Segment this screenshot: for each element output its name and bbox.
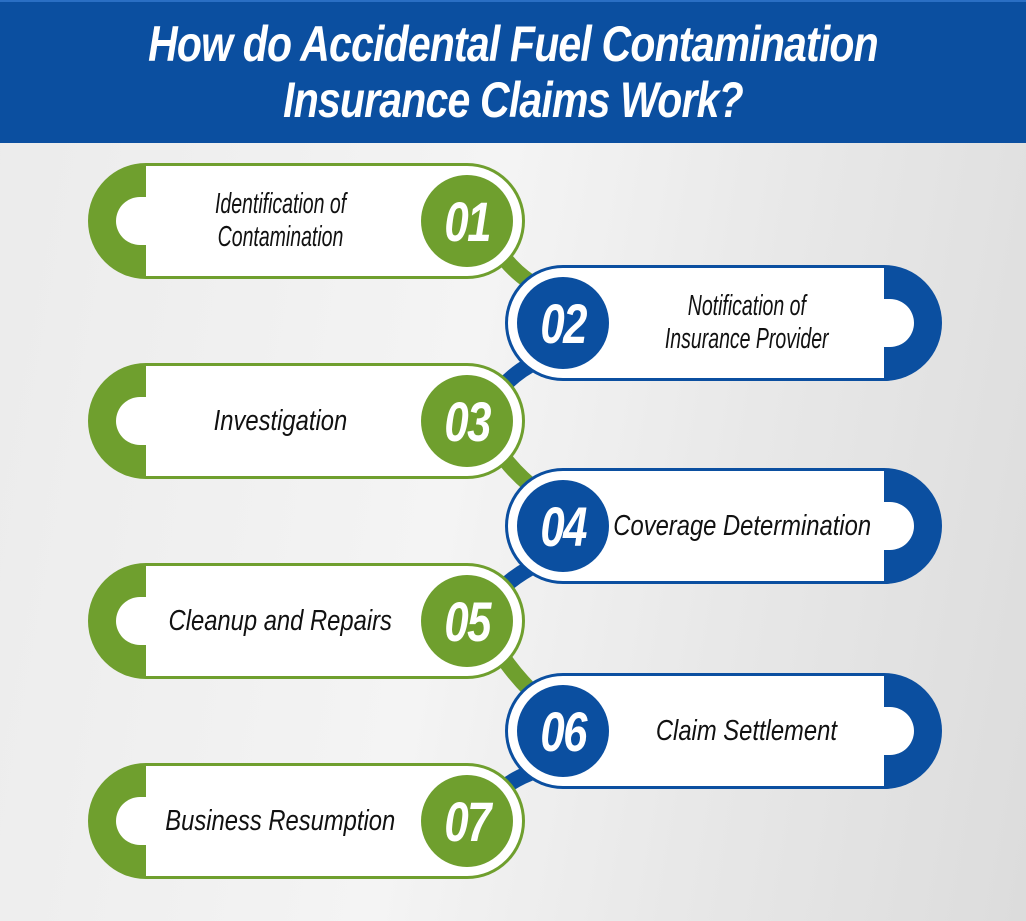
step-label: Business Resumption	[165, 804, 396, 837]
step-04: Coverage Determination 04	[505, 468, 942, 584]
step-number-badge: 01	[421, 175, 513, 267]
tab-notch-icon	[116, 597, 146, 645]
step-number-badge: 04	[517, 480, 609, 572]
page-title: How do Accidental Fuel Contamination Ins…	[92, 2, 933, 128]
step-03: Investigation 03	[88, 363, 525, 479]
tab-notch-icon	[884, 502, 914, 550]
step-number-badge: 02	[517, 277, 609, 369]
step-07: Business Resumption 07	[88, 763, 525, 879]
step-number-badge: 03	[421, 375, 513, 467]
step-label: Coverage Determination	[613, 509, 872, 542]
tab-notch-icon	[116, 397, 146, 445]
tab-notch-icon	[116, 797, 146, 845]
step-label: Claim Settlement	[655, 714, 838, 747]
step-06: Claim Settlement 06	[505, 673, 942, 789]
tab-notch-icon	[884, 707, 914, 755]
step-number-badge: 05	[421, 575, 513, 667]
step-number-badge: 07	[421, 775, 513, 867]
step-number-badge: 06	[517, 685, 609, 777]
tab-notch-icon	[884, 299, 914, 347]
title-line-2: Insurance Claims Work?	[283, 72, 744, 128]
step-label: Cleanup and Repairs	[168, 604, 393, 637]
title-line-1: How do Accidental Fuel Contamination	[148, 16, 879, 72]
step-label: Investigation	[213, 404, 348, 437]
tab-notch-icon	[116, 197, 146, 245]
title-banner: How do Accidental Fuel Contamination Ins…	[0, 0, 1026, 143]
step-05: Cleanup and Repairs 05	[88, 563, 525, 679]
